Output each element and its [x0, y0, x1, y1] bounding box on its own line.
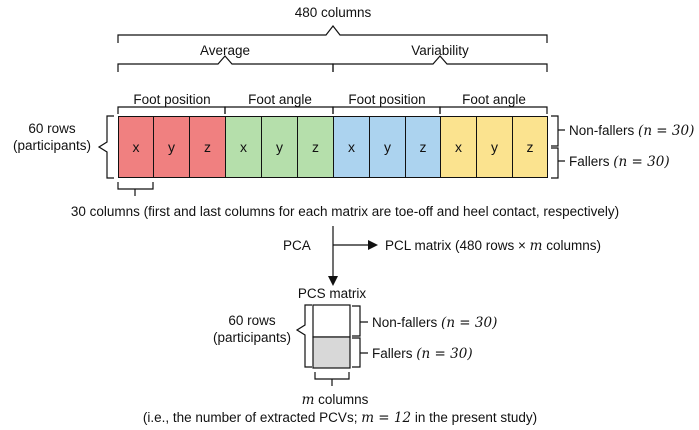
brace-480-columns	[117, 25, 548, 43]
footnote-m: m = 12	[361, 410, 412, 426]
pcs-matrix-title: PCS matrix	[297, 286, 367, 301]
fallers-label: Fallers (n = 30)	[569, 155, 670, 170]
footnote: (i.e., the number of extracted PCVs; m =…	[143, 411, 537, 426]
cell-var-position-x: x	[333, 116, 370, 178]
brace-fallers	[551, 147, 565, 179]
pcl-arrow-head	[368, 240, 378, 250]
pcs-nonfallers-n: (n = 30)	[441, 315, 498, 331]
top-480-columns-label: 480 columns	[294, 5, 372, 20]
pca-label: PCA	[283, 238, 311, 253]
m-columns-m: m	[301, 392, 315, 408]
cell-var-angle-x: x	[440, 116, 477, 178]
m-columns-label: m columns	[302, 393, 369, 408]
cell-axis-label: x	[240, 139, 247, 155]
pcs-rows-line2: (participants)	[212, 330, 292, 345]
average-label: Average	[199, 43, 251, 58]
cell-axis-label: y	[384, 139, 391, 155]
pcs-fallers-text: Fallers	[372, 346, 413, 361]
footnote-text-b: in the present study)	[411, 410, 538, 425]
pcs-fallers-label: Fallers (n = 30)	[372, 347, 473, 362]
pcs-matrix-top	[312, 304, 351, 338]
avg-foot-angle-label: Foot angle	[248, 92, 312, 107]
cell-var-position-z: z	[405, 116, 441, 178]
nonfallers-text: Non-fallers	[569, 123, 635, 138]
bracket-var-angle	[439, 106, 548, 114]
nonfallers-n: (n = 30)	[638, 123, 695, 139]
brace-variability	[332, 55, 548, 72]
rows-label-line2: (participants)	[12, 138, 92, 153]
cell-axis-label: z	[312, 139, 319, 155]
cell-avg-position-y: y	[153, 116, 190, 178]
brace-average	[117, 55, 334, 72]
cell-var-angle-y: y	[476, 116, 513, 178]
bracket-var-position	[332, 106, 441, 114]
bracket-avg-angle	[224, 106, 334, 114]
cell-axis-label: y	[168, 139, 175, 155]
cell-var-position-y: y	[369, 116, 406, 178]
cell-axis-label: z	[419, 139, 427, 155]
variability-label: Variability	[411, 43, 469, 58]
pcs-rows-line1: 60 rows	[228, 313, 276, 328]
cell-avg-position-x: x	[118, 116, 154, 178]
cell-axis-label: y	[276, 139, 283, 155]
cell-avg-angle-z: z	[297, 116, 334, 178]
columns-note: 30 columns (first and last columns for e…	[70, 204, 620, 219]
nonfallers-label: Non-fallers (n = 30)	[569, 124, 694, 139]
footnote-text-a: (i.e., the number of extracted PCVs;	[142, 410, 362, 425]
cell-avg-position-z: z	[189, 116, 226, 178]
var-foot-position-label: Foot position	[348, 92, 426, 107]
brace-pcs-fallers	[352, 337, 368, 368]
cell-axis-label: y	[491, 139, 498, 155]
pcl-matrix-label: PCL matrix (480 rows × m columns)	[385, 239, 601, 254]
brace-pcs-rows	[295, 304, 312, 368]
pcl-text-a: PCL matrix (480 rows ×	[385, 238, 530, 253]
bracket-avg-position	[117, 106, 226, 114]
cell-avg-angle-y: y	[261, 116, 298, 178]
pcl-m: m	[529, 238, 543, 254]
m-columns-text: columns	[314, 392, 369, 407]
fallers-text: Fallers	[569, 154, 610, 169]
brace-nonfallers	[551, 115, 565, 147]
cell-axis-label: x	[348, 139, 355, 155]
pcs-fallers-n: (n = 30)	[416, 346, 473, 362]
pcs-nonfallers-label: Non-fallers (n = 30)	[372, 316, 497, 331]
pca-arrow-head	[328, 276, 338, 286]
cell-axis-label: x	[132, 139, 140, 155]
cell-axis-label: z	[204, 139, 211, 155]
var-foot-angle-label: Foot angle	[462, 92, 526, 107]
bracket-pcs-columns	[314, 372, 350, 386]
brace-rows-left	[97, 115, 114, 179]
fallers-n: (n = 30)	[613, 154, 670, 170]
avg-foot-position-label: Foot position	[133, 92, 211, 107]
cell-axis-label: x	[455, 139, 462, 155]
brace-pcs-nonfallers	[352, 305, 368, 337]
pcs-matrix-bottom	[312, 336, 351, 369]
cell-avg-angle-x: x	[225, 116, 262, 178]
cell-axis-label: z	[526, 139, 534, 155]
cell-var-angle-z: z	[512, 116, 548, 178]
pcl-text-b: columns)	[542, 238, 601, 253]
rows-label-line1: 60 rows	[28, 121, 76, 136]
bracket-30-columns	[117, 182, 154, 196]
pcs-nonfallers-text: Non-fallers	[372, 315, 438, 330]
